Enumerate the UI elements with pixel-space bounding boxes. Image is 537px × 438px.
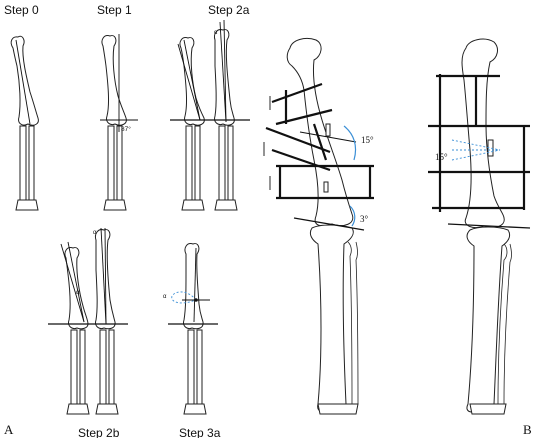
- step2b-alpha-low-label: α: [76, 290, 80, 296]
- step2b-alpha-high-label: α: [93, 230, 97, 236]
- angle-3-left: 3°: [360, 214, 369, 224]
- panel-label-b: B: [523, 422, 532, 437]
- label-step3a: Step 3a: [179, 426, 221, 438]
- step1-bone-diagram: 87°: [100, 34, 138, 211]
- label-step1: Step 1: [97, 3, 132, 17]
- step3a-alpha-label: α: [163, 294, 167, 300]
- label-step2b: Step 2b: [78, 426, 120, 438]
- step2a-bone-diagram: α: [170, 19, 250, 211]
- label-step0: Step 0: [4, 3, 39, 17]
- angle-15-left: 15°: [361, 135, 374, 145]
- panel-b-right-bone-diagram: 15°: [428, 38, 531, 415]
- step1-angle-label: 87°: [121, 125, 131, 133]
- angle-15-right: 15°: [435, 152, 448, 162]
- label-step2a: Step 2a: [208, 3, 250, 17]
- step2a-alpha-label: α: [214, 30, 218, 36]
- panel-label-a: A: [4, 422, 14, 437]
- step2b-bone-diagram: α α: [48, 227, 128, 415]
- panel-b-left-bone-diagram: 15° 3°: [263, 37, 374, 415]
- step3a-bone-diagram: α: [163, 243, 218, 415]
- step0-bone-diagram: [10, 35, 39, 211]
